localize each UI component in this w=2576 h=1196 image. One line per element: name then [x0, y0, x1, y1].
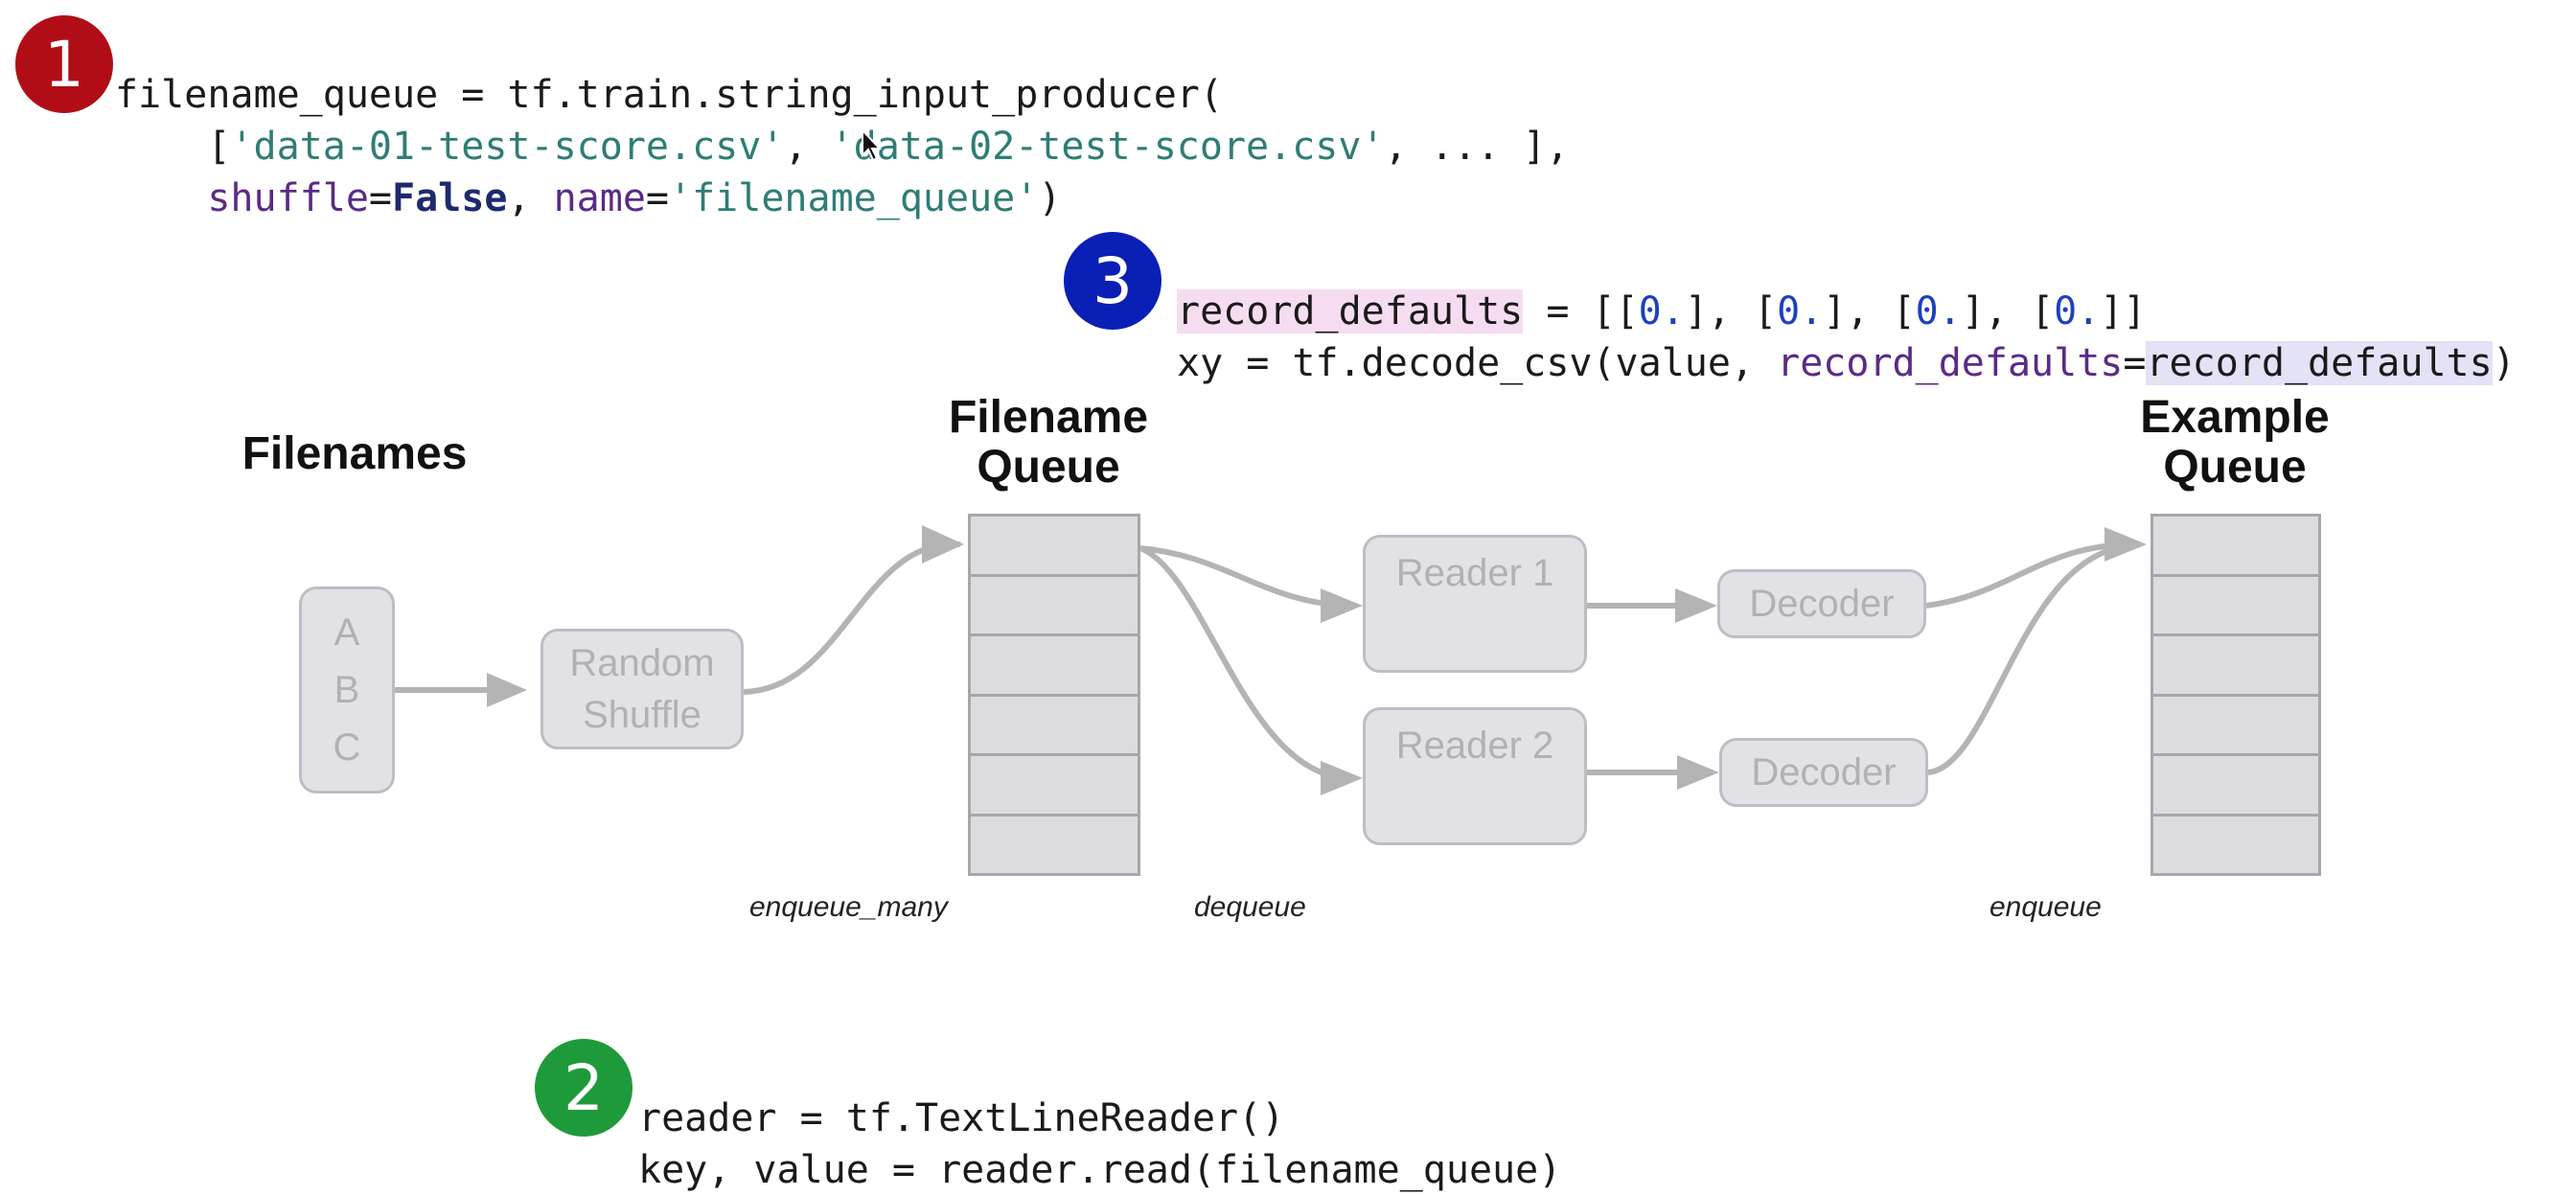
- filename-queue: [968, 514, 1140, 876]
- op-enqueue: enqueue: [1990, 891, 2102, 923]
- reader-2-box: Reader 2: [1363, 707, 1587, 845]
- arrow-queue-to-reader2: [1138, 545, 1352, 781]
- code3-line2: xy = tf.decode_csv(value, record_default…: [1177, 341, 2516, 385]
- decoder-1-box: Decoder: [1717, 569, 1926, 638]
- queue-slot: [2153, 697, 2318, 756]
- example-queue: [2150, 514, 2321, 876]
- arrowhead-reader2: [1321, 761, 1363, 795]
- queue-slot: [971, 517, 1138, 577]
- random-shuffle-box: Random Shuffle: [540, 629, 744, 749]
- mouse-cursor-icon: [862, 128, 883, 162]
- queue-slot: [2153, 816, 2318, 874]
- reader-1-box: Reader 1: [1363, 535, 1587, 673]
- arrowhead-shuffle: [487, 673, 527, 707]
- code-block-2: reader = tf.TextLineReader() key, value …: [638, 1041, 1561, 1196]
- code3-line1: record_defaults = [[0.], [0.], [0.], [0.…: [1177, 289, 2147, 334]
- step-1-badge: 1: [15, 15, 113, 113]
- arrowhead-reader1: [1321, 588, 1363, 623]
- arrowhead-decoder2: [1677, 755, 1719, 790]
- code-block-1: filename_queue = tf.train.string_input_p…: [115, 17, 1569, 224]
- example-queue-heading: Example Queue: [2140, 392, 2330, 493]
- queue-slot: [2153, 517, 2318, 577]
- code1-line3: shuffle=False, name='filename_queue'): [207, 176, 1062, 220]
- queue-slot: [971, 577, 1138, 636]
- arrow-shuffle-to-queue: [743, 540, 961, 695]
- arrowhead-decoder1: [1675, 588, 1717, 623]
- code1-line1: filename_queue = tf.train.string_input_p…: [115, 73, 1223, 117]
- step-3-badge: 3: [1064, 232, 1162, 330]
- arrow-decoder2-to-queue: [1927, 543, 2136, 775]
- file-a: A: [334, 611, 360, 654]
- op-dequeue: dequeue: [1194, 891, 1306, 923]
- filename-queue-heading: Filename Queue: [948, 392, 1149, 493]
- queue-slot: [971, 636, 1138, 697]
- queue-slot: [2153, 756, 2318, 816]
- code1-line2: ['data-01-test-score.csv', 'data-02-test…: [207, 125, 1570, 169]
- arrowhead-queue-in: [922, 525, 964, 564]
- files-box: A B C: [299, 586, 395, 794]
- step-2-badge: 2: [535, 1039, 632, 1137]
- code2-line2: key, value = reader.read(filename_queue): [638, 1148, 1562, 1192]
- file-b: B: [334, 669, 360, 711]
- queue-slot: [2153, 577, 2318, 636]
- arrowhead-example-queue: [2104, 527, 2147, 562]
- op-enqueue-many: enqueue_many: [749, 891, 948, 923]
- decoder-2-box: Decoder: [1719, 738, 1928, 807]
- file-c: C: [333, 726, 361, 769]
- filenames-heading: Filenames: [242, 428, 468, 479]
- code2-line1: reader = tf.TextLineReader(): [638, 1096, 1285, 1140]
- arrow-decoder1-to-queue: [1925, 541, 2136, 609]
- queue-slot: [971, 697, 1138, 756]
- code-block-3: record_defaults = [[0.], [0.], [0.], [0.…: [1177, 234, 2516, 389]
- queue-slot: [971, 756, 1138, 816]
- queue-slot: [2153, 636, 2318, 697]
- queue-slot: [971, 816, 1138, 874]
